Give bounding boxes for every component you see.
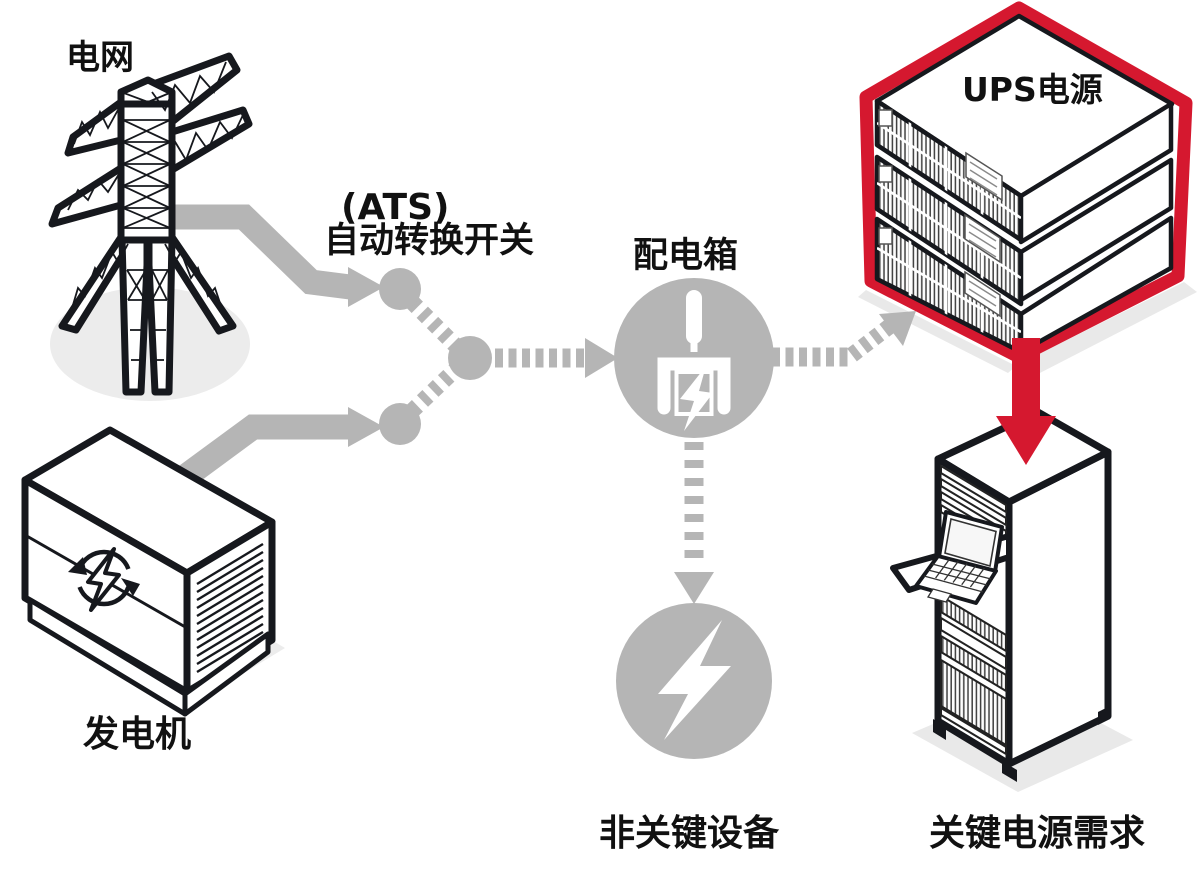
ups-to-rack-arrow	[996, 338, 1056, 465]
non-critical-icon	[616, 603, 772, 759]
distribution-box-icon	[614, 278, 774, 438]
plug-bolt-icon	[680, 366, 713, 431]
lightning-bolt-icon	[658, 620, 731, 740]
ups-shadow-right	[1022, 282, 1197, 375]
ups-label: UPS电源	[962, 70, 1103, 109]
ats-to-distribution-dashed	[495, 338, 618, 378]
grid-tower-icon	[48, 52, 253, 396]
ats-output-circle	[448, 336, 492, 380]
ats-label-name: 自动转换开关	[324, 221, 534, 261]
server-rack-icon	[890, 408, 1112, 782]
ats-label-abbr: (ATS)	[341, 187, 449, 228]
ats-junction-icon	[379, 268, 492, 445]
generator-to-ats-arrow	[177, 407, 384, 488]
generator-label: 发电机	[83, 714, 191, 755]
grid-to-ats-arrow	[160, 204, 384, 307]
ats-input-circle-bottom	[379, 403, 421, 445]
generator-icon	[21, 426, 276, 717]
non-critical-label: 非关键设备	[599, 813, 780, 854]
power-plug-icon	[657, 290, 731, 431]
distribution-label: 配电箱	[633, 236, 738, 276]
distribution-to-ups-dashed	[772, 311, 916, 367]
generator-bolt-emblem-icon	[68, 547, 140, 612]
distribution-to-noncritical-dashed	[674, 442, 714, 604]
critical-label: 关键电源需求	[929, 813, 1145, 854]
ups-shadow-left	[858, 290, 1016, 373]
ups-stack-icon	[859, 1, 1193, 364]
laptop-icon	[890, 510, 1012, 605]
ats-input-circle-top	[379, 268, 421, 310]
grid-label: 电网	[66, 38, 134, 78]
